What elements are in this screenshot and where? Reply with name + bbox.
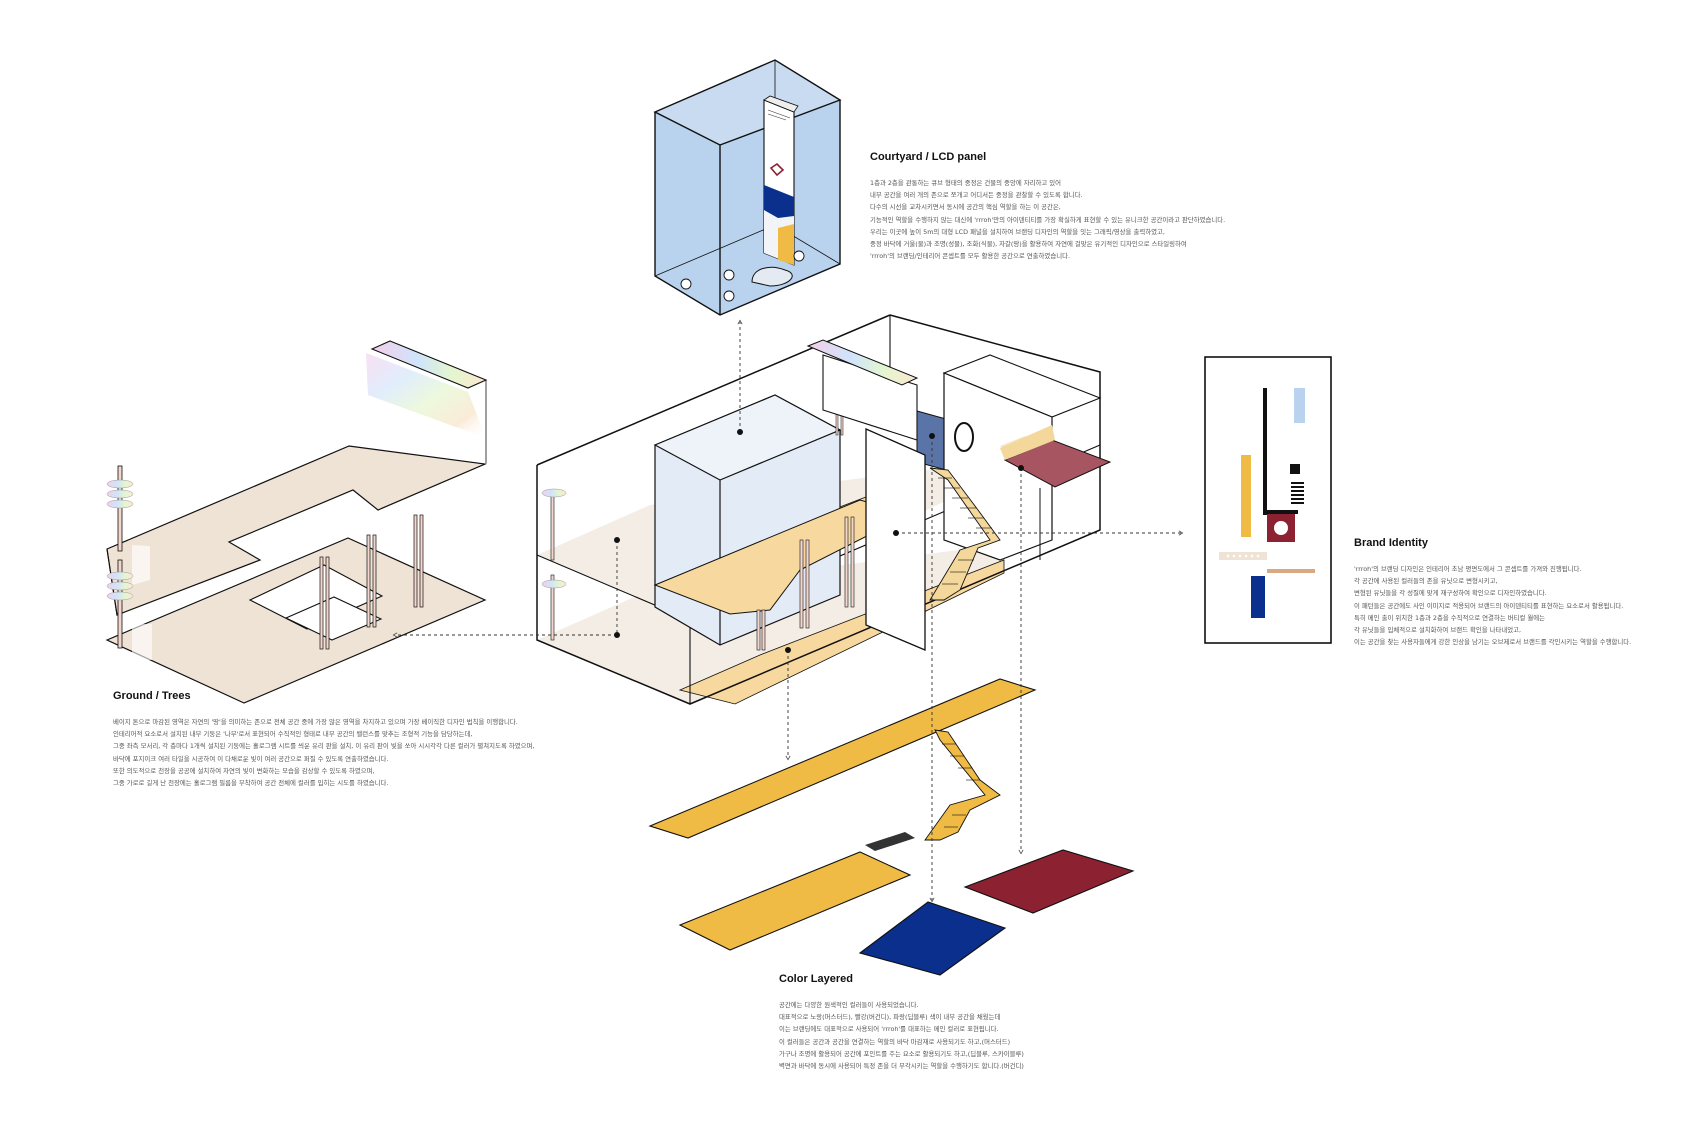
color-layered-line: 대표적으로 노랑(머스터드), 빨강(버건디), 파랑(딥블루) 색이 내부 공… (779, 1013, 1001, 1022)
brand-line: 특히 메인 출이 위치한 1층과 2층을 수직적으로 연결하는 버티컬 월에는 (1354, 613, 1546, 622)
color-layered-section: Color Layered 공간에는 다양한 원색적인 컬러들이 사용되었습니다… (779, 973, 1024, 1072)
brand-line: 'rrroh'의 브랜딩 디자인은 인테리어 초남 평면도에서 그 콘셉트를 가… (1354, 565, 1582, 573)
courtyard-line: 다수의 시선을 교차시키면서 동시에 공간의 핵심 역할을 하는 이 공간은, (870, 203, 1061, 212)
brand-line: 이 패턴들은 공간에도 사인 이미지로 적용되어 브랜드의 아이덴티티를 표현하… (1354, 601, 1624, 610)
courtyard-cube (653, 59, 842, 316)
lcd-panel (763, 95, 799, 266)
courtyard-line: 'rrroh'의 브랜딩/인테리어 콘셉트를 모두 활용한 공간으로 연출하였습… (870, 252, 1070, 261)
courtyard-line: 중정 바닥에 거울(물)과 조명(성물), 조화(식물), 자갈(땅)을 활용하… (870, 240, 1187, 249)
ground-line: 베이지 톤으로 마감된 영역은 자연의 '땅'을 의미하는 존으로 전체 공간 … (113, 718, 518, 726)
color-layered-title: Color Layered (779, 973, 853, 985)
courtyard-title: Courtyard / LCD panel (870, 151, 987, 163)
color-layered-line: 이 컬러들은 공간과 공간을 연결하는 역할의 바닥 마감재로 사용되기도 하고… (779, 1037, 1011, 1046)
hologram-glass-discs (106, 479, 134, 601)
courtyard-line: 내부 공간을 여러 개의 존으로 쪼개고 어디서든 중정을 관찰할 수 있도록 … (870, 191, 1083, 200)
courtyard-section: Courtyard / LCD panel 1층과 2층을 관통하는 큐브 형태… (870, 151, 1225, 262)
color-layered-line: 이는 브랜딩에도 대표적으로 사용되어 'rrroh'를 대표하는 메인 컬러로… (779, 1025, 999, 1034)
color-layered-line: 공간에는 다양한 원색적인 컬러들이 사용되었습니다. (779, 1001, 919, 1009)
brand-identity-section: Brand Identity 'rrroh'의 브랜딩 디자인은 인테리어 초남… (1354, 537, 1631, 648)
courtyard-line: 1층과 2층을 관통하는 큐브 형태의 중정은 건물의 중앙에 자리하고 있어 (870, 179, 1062, 187)
ground-trees-section: Ground / Trees 베이지 톤으로 마감된 영역은 자연의 '땅'을 … (113, 690, 534, 789)
color-layered-plates (648, 678, 1135, 976)
ground-title: Ground / Trees (113, 690, 191, 702)
ground-line: 그중 좌측 모서리, 각 층마다 1개씩 설치된 기둥에는 홀로그램 시트를 씌… (113, 742, 535, 751)
leader-lines (392, 319, 1184, 903)
ground-plates (105, 340, 488, 704)
exploded-staircase (865, 729, 1001, 851)
brand-identity-panel (1204, 356, 1332, 644)
ground-line: 그중 가로로 길게 난 천장에는 홀로그램 필름을 부착하여 공간 전체에 컬러… (113, 779, 389, 788)
main-building (536, 314, 1112, 705)
leader-dots (614, 429, 1024, 653)
brand-line: 변형된 유닛들을 각 성질에 맞게 재구성하여 확인으로 디자인하였습니다. (1354, 589, 1547, 598)
tree-columns (117, 465, 424, 650)
brand-title: Brand Identity (1354, 537, 1428, 549)
courtyard-line: 우리는 이곳에 높이 5m의 대형 LCD 패널을 설치하여 브랜딩 디자인의 … (870, 227, 1165, 236)
courtyard-line: 기능적인 역할을 수행하지 않는 대신에 'rrroh'만의 아이덴티티를 가장… (870, 215, 1226, 224)
interior-staircase (929, 467, 1001, 601)
color-layered-line: 가구나 조명에 활용되어 공간에 포인트를 주는 요소로 활용되기도 하고,(딥… (779, 1049, 1024, 1058)
ground-line: 바닥에 포지이크 여러 타일을 시공하여 이 다채로운 빛이 여러 공간으로 퍼… (113, 754, 389, 763)
brand-line: 각 공간에 사용된 컬러들의 존을 유닛으로 변형시키고, (1354, 577, 1498, 586)
brand-line: 각 유닛들을 입체적으로 설치화하여 브랜드 확인을 나타내었고, (1354, 626, 1522, 635)
ground-line: 인테리어적 요소로서 설치된 내부 기둥은 '나무'로서 표현되어 수직적인 형… (113, 730, 473, 739)
ground-line: 또한 의도적으로 천장을 공공에 설치하여 자연의 빛이 변화하는 모습을 감상… (113, 766, 375, 775)
brand-line: 이는 공간을 찾는 사용자들에게 강한 인상을 남기는 오브제로서 브랜드를 각… (1354, 638, 1632, 647)
color-layered-line: 벽면과 바닥에 동시에 사용되어 특정 존을 더 부각시키는 역할을 수행하기도… (779, 1062, 1024, 1071)
